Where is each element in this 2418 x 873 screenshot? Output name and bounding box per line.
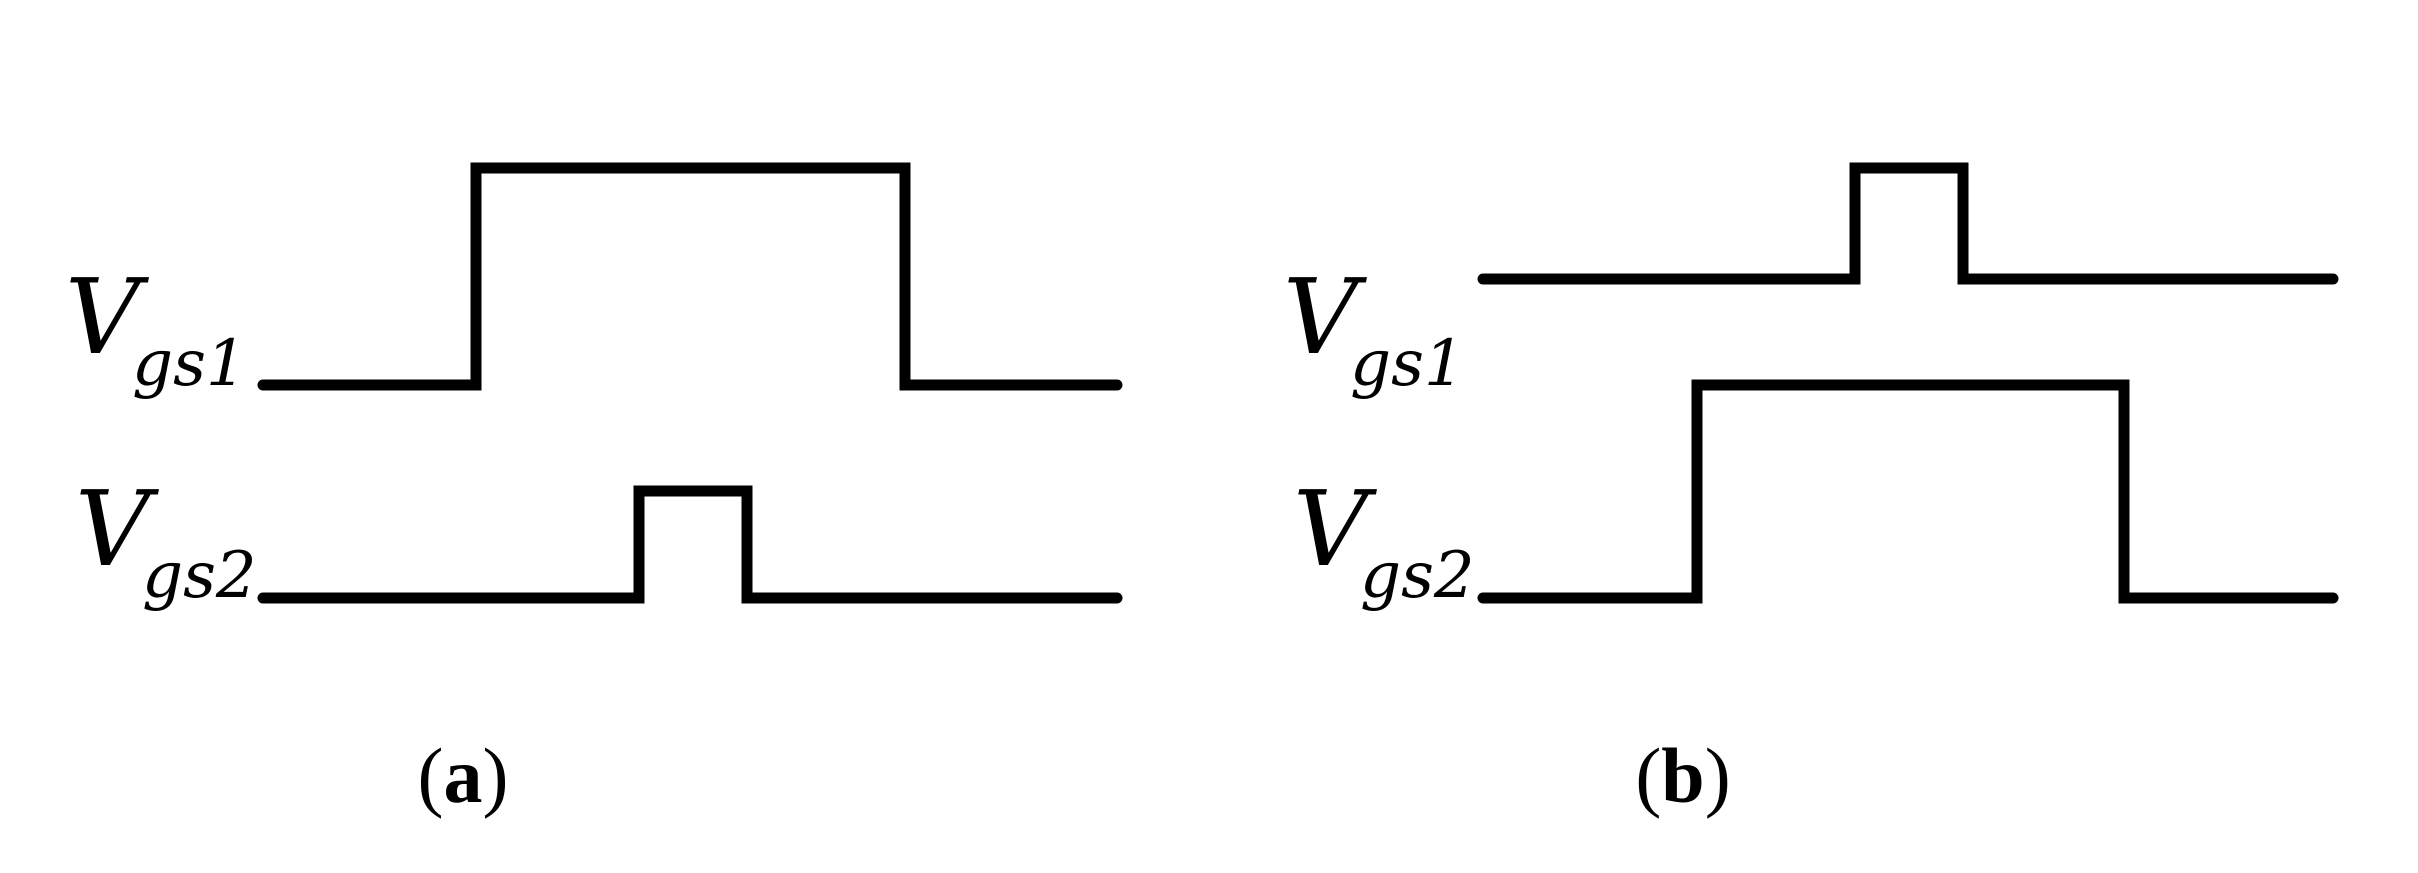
panel-b-caption: (b) (1635, 732, 1730, 819)
panel-b-vgs1-label: Vgs1 (1283, 256, 1465, 401)
panel-a-vgs2-sub: gs2 (142, 539, 257, 613)
panel-a-caption: (a) (418, 732, 509, 819)
panel-a: Vgs1 Vgs2 (a) (65, 162, 1123, 819)
panel-b-vgs1-sub: gs1 (1350, 327, 1465, 401)
panel-a-vgs2-main: V (75, 468, 159, 590)
panel-a-vgs1-sub: gs1 (132, 327, 247, 401)
panel-b-vgs2-label: Vgs2 (1293, 468, 1475, 613)
panel-b-vgs2-main: V (1293, 468, 1377, 590)
panel-b-vgs1-main: V (1283, 256, 1367, 378)
panel-b-vgs2-waveform (1477, 379, 2339, 604)
panel-b: Vgs1 Vgs2 (b) (1283, 162, 2339, 819)
panel-a-vgs2-waveform (257, 485, 1123, 604)
panel-a-vgs1-main: V (65, 256, 149, 378)
panel-b-vgs1-waveform (1477, 162, 2339, 285)
panel-b-vgs2-sub: gs2 (1360, 539, 1475, 613)
panel-a-vgs2-label: Vgs2 (75, 468, 257, 613)
panel-a-vgs1-waveform (257, 162, 1123, 391)
panel-a-vgs1-label: Vgs1 (65, 256, 247, 401)
